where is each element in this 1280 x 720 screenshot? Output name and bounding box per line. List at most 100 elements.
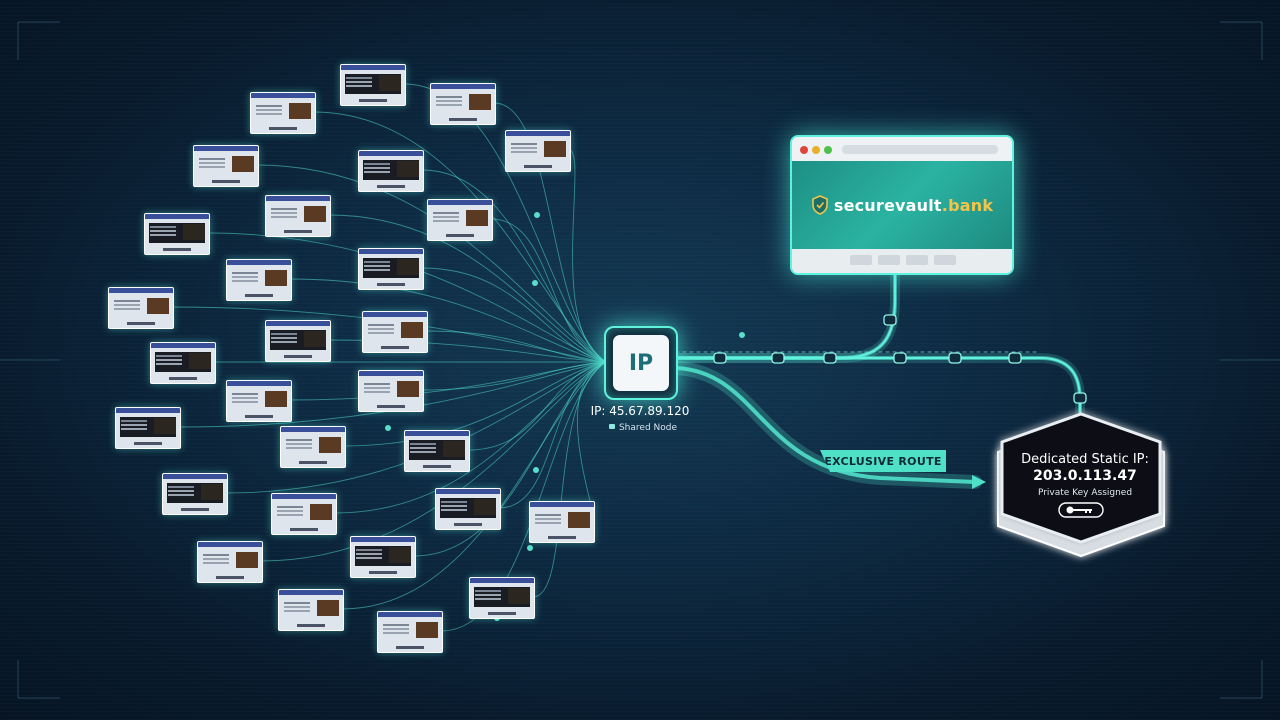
browser-route <box>671 267 900 363</box>
website-thumbnail <box>280 426 346 468</box>
thumbnail-image <box>469 94 491 110</box>
wire <box>313 111 607 363</box>
website-thumbnail <box>529 501 595 543</box>
wire <box>568 149 607 363</box>
thumbnail-image <box>232 156 254 172</box>
dedicated-ip-title: Dedicated Static IP: <box>1021 452 1149 467</box>
thumbnail-footer <box>284 355 312 358</box>
thumbnail-text <box>203 554 229 556</box>
website-thumbnail <box>469 577 535 619</box>
thumbnail-text <box>277 506 303 508</box>
wire <box>493 102 607 363</box>
thumbnail-text <box>284 602 310 604</box>
thumbnail-text <box>436 96 462 98</box>
thumbnail-footer <box>134 442 162 445</box>
thumbnail-footer <box>245 294 273 297</box>
thumbnail-navbar <box>281 427 345 432</box>
thumbnail-navbar <box>405 431 469 436</box>
website-thumbnail <box>362 311 428 353</box>
thumbnail-text <box>199 158 225 160</box>
website-thumbnail <box>340 64 406 106</box>
wire-node <box>533 467 539 473</box>
thumbnail-text <box>232 272 258 274</box>
bank-browser-window: securevault.bank <box>790 135 1014 275</box>
thumbnail-text <box>256 105 282 107</box>
thumbnail-image <box>317 600 339 616</box>
wire <box>225 361 607 494</box>
thumbnail-text <box>511 143 537 145</box>
thumbnail-footer <box>449 118 477 121</box>
website-thumbnail <box>144 213 210 255</box>
thumbnail-text <box>271 208 297 210</box>
chain-link-icon <box>1073 392 1087 404</box>
thumbnail-footer <box>396 646 424 649</box>
thumbnail-image <box>319 437 341 453</box>
wire-node <box>739 332 745 338</box>
wire-node <box>527 545 533 551</box>
ip-node-label: IP <box>628 350 654 376</box>
thumbnail-navbar <box>116 408 180 413</box>
website-thumbnail <box>162 473 228 515</box>
wire <box>413 361 607 557</box>
close-dot-icon <box>800 146 808 154</box>
website-thumbnail <box>505 130 571 172</box>
thumbnail-text <box>356 549 382 551</box>
thumbnail-text <box>364 163 390 165</box>
thumbnail-text <box>271 333 297 335</box>
thumbnail-footer <box>245 415 273 418</box>
thumbnail-footer <box>377 283 405 286</box>
thumbnail-image <box>289 103 311 119</box>
thumbnail-image <box>397 259 419 275</box>
wire <box>260 361 607 562</box>
chain-link-icon <box>948 352 962 364</box>
thumbnail-navbar <box>530 502 594 507</box>
bank-brand-name: securevault <box>833 195 942 215</box>
thumbnail-navbar <box>363 312 427 317</box>
wire <box>532 361 607 598</box>
thumbnail-text <box>410 443 436 445</box>
thumbnail-navbar <box>272 494 336 499</box>
thumbnail-image <box>147 298 169 314</box>
chain-link-icon <box>771 352 785 364</box>
thumbnail-text <box>383 624 409 626</box>
wire <box>421 169 607 363</box>
website-thumbnail <box>278 589 344 631</box>
thumbnail-footer <box>169 377 197 380</box>
footer-button <box>850 255 872 265</box>
thumbnail-navbar <box>227 260 291 265</box>
wire <box>289 278 607 363</box>
thumbnail-navbar <box>251 93 315 98</box>
website-thumbnail <box>377 611 443 653</box>
thumbnail-image <box>443 441 465 457</box>
thumbnail-image <box>183 224 205 240</box>
chain-link-icon <box>883 314 897 326</box>
website-thumbnail <box>265 195 331 237</box>
wire <box>256 164 607 363</box>
thumbnail-text <box>286 439 312 441</box>
chain-link-icon <box>713 352 727 364</box>
thumbnail-footer <box>446 234 474 237</box>
thumbnail-text <box>168 486 194 488</box>
thumbnail-footer <box>548 536 576 539</box>
thumbnail-navbar <box>359 249 423 254</box>
thumbnail-image <box>508 588 530 604</box>
website-thumbnail <box>358 370 424 412</box>
maximize-dot-icon <box>824 146 832 154</box>
route-arrow-icon <box>972 475 986 489</box>
shared-node-caption: Shared Node <box>598 423 688 433</box>
wire <box>341 361 607 610</box>
thumbnail-navbar <box>227 381 291 386</box>
thumbnail-footer <box>524 165 552 168</box>
exclusive-route-line <box>674 366 977 484</box>
website-thumbnail <box>150 342 216 384</box>
thumbnail-image <box>310 504 332 520</box>
thumbnail-image <box>416 622 438 638</box>
thumbnail-footer <box>377 405 405 408</box>
browser-footer <box>792 249 1012 273</box>
footer-button <box>934 255 956 265</box>
thumbnail-text <box>346 77 372 79</box>
thumbnail-text <box>121 420 147 422</box>
thumbnail-image <box>265 270 287 286</box>
